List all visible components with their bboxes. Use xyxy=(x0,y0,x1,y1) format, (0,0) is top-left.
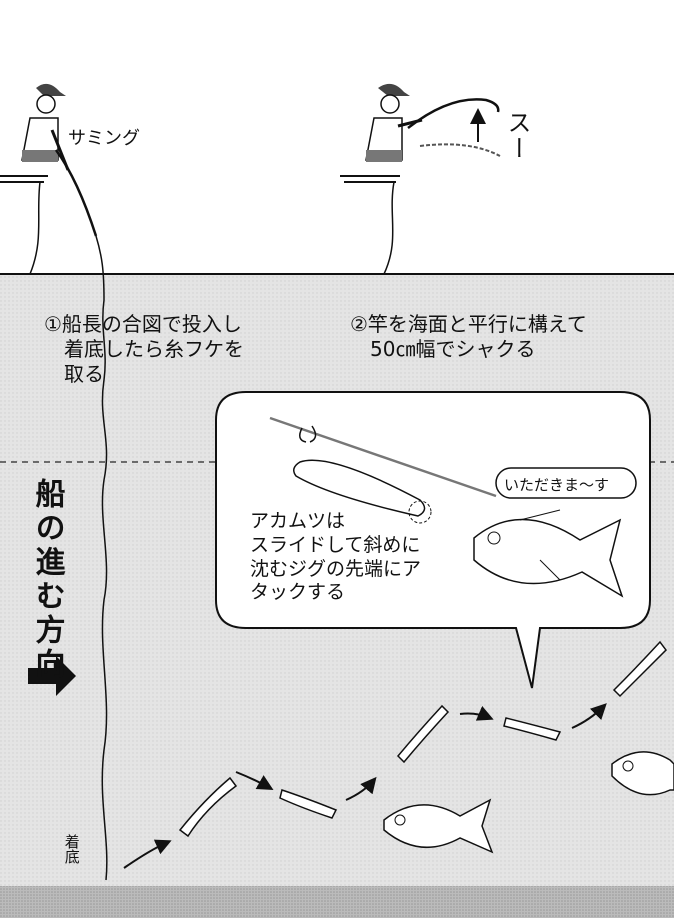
fish-icon-large xyxy=(473,509,624,598)
fishing-line-1 xyxy=(95,235,108,881)
bubble-text: アカムツは スライドして斜めに 沈むジグの先端にア タックする xyxy=(250,510,422,604)
rod-2-level xyxy=(419,143,501,157)
jig-path xyxy=(123,703,607,869)
fish-speech-frame xyxy=(495,467,637,499)
seabed-area xyxy=(0,886,674,918)
seabed-label: 着底 xyxy=(62,834,81,864)
thumbing-label: サミング xyxy=(68,128,140,149)
fish-icon-small xyxy=(383,751,674,854)
angler-1 xyxy=(0,83,70,275)
jig-lure-large xyxy=(269,416,497,524)
reel-sound-label: スー xyxy=(503,110,531,162)
angler-2 xyxy=(340,83,423,275)
rod-2-raised xyxy=(407,98,500,129)
rod-1 xyxy=(54,149,98,237)
fish-speech-text: いただきま～す xyxy=(504,476,610,494)
step-2-annotation: ②竿を海面と平行に構えて 50㎝幅でシャクる xyxy=(350,312,587,361)
boat-direction-label: 船の進む方向 xyxy=(29,478,65,682)
jig-lures-small xyxy=(178,640,667,838)
step-1-annotation: ①船長の合図で投入し 着底したら糸フケを 取る xyxy=(44,312,244,386)
boat-direction-arrow xyxy=(28,656,76,696)
